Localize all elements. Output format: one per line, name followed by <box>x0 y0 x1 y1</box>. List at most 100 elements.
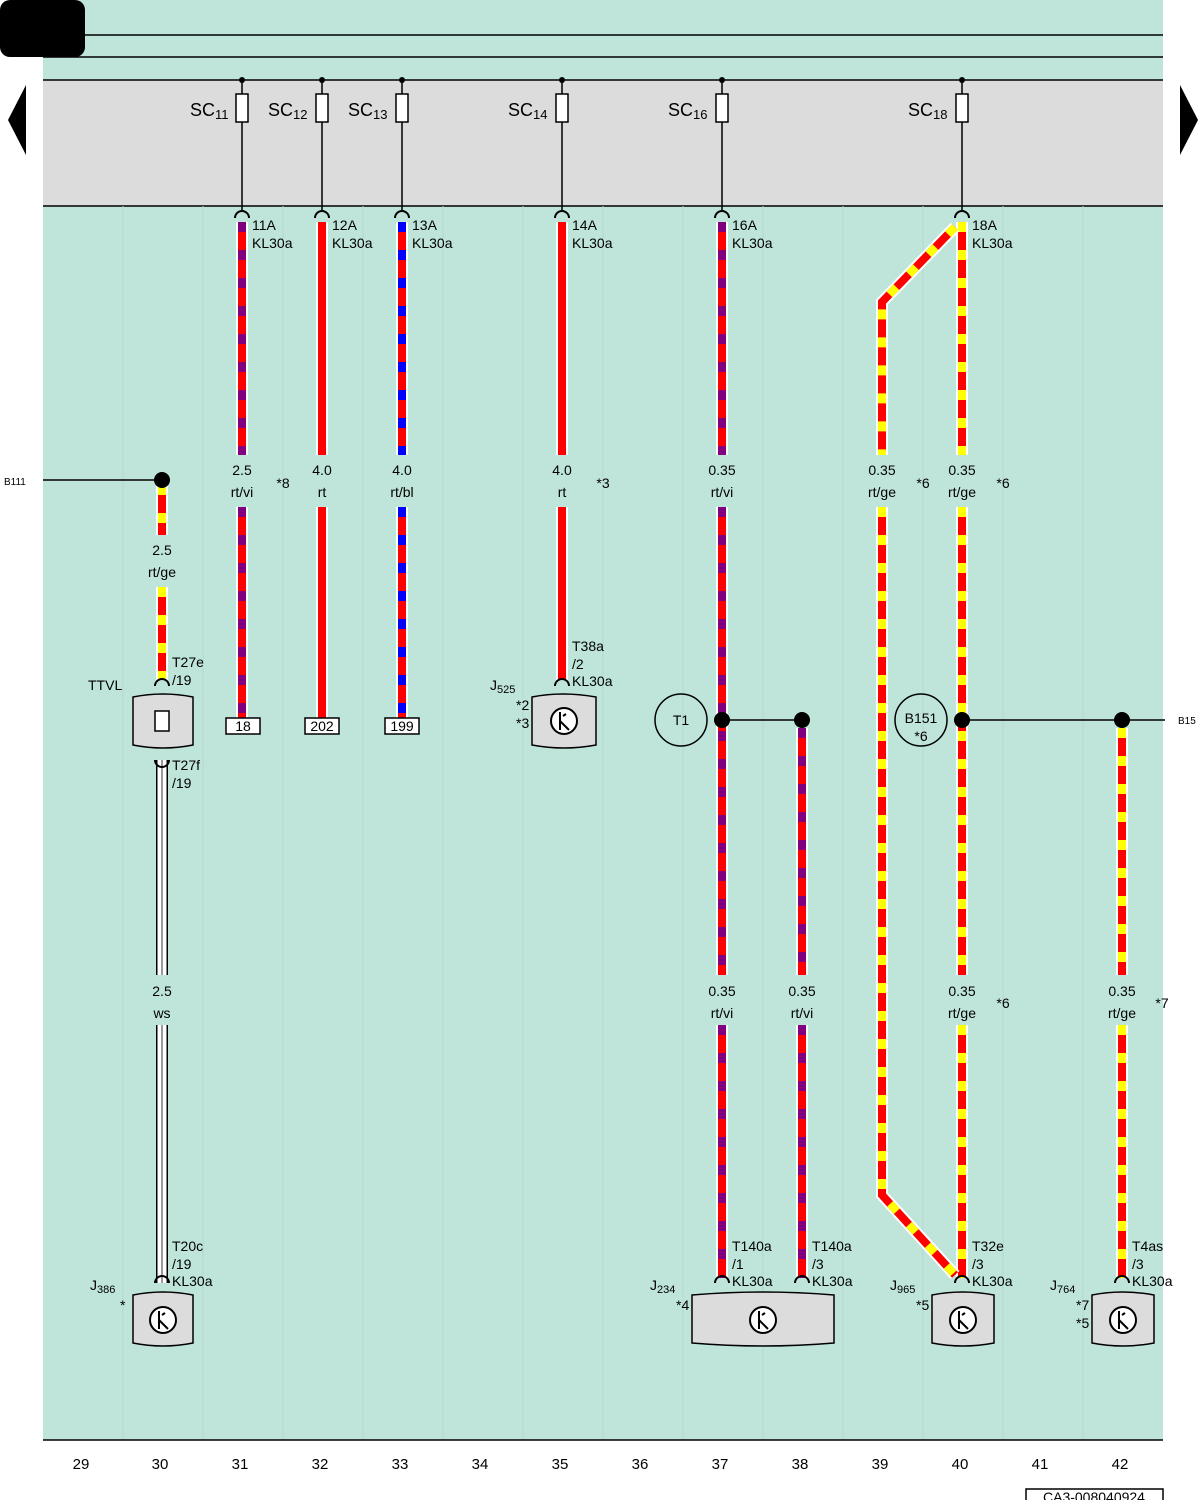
component-j965[interactable]: J965 *5 <box>890 1277 995 1347</box>
arrow-left-icon[interactable] <box>8 85 26 155</box>
ref-box-202[interactable]: 202 <box>304 717 340 735</box>
svg-text:41: 41 <box>1032 1456 1049 1473</box>
ref-box-199[interactable]: 199 <box>384 717 420 735</box>
connector-t140a-1: T140a /1 KL30a <box>732 1238 773 1289</box>
svg-text:33: 33 <box>392 1456 409 1473</box>
svg-text:CA3-008040924: CA3-008040924 <box>1043 1489 1145 1500</box>
svg-text:0.35: 0.35 <box>948 983 975 999</box>
svg-text:34: 34 <box>472 1456 489 1473</box>
svg-text:4.0: 4.0 <box>392 462 412 478</box>
ref-b111[interactable]: B111 <box>4 477 26 488</box>
fuse-sc16: SC16 <box>668 77 729 210</box>
connector-t38a: T38a /2 KL30a <box>572 638 613 689</box>
svg-text:KL30a: KL30a <box>572 235 613 251</box>
fuse-sc13: SC13 <box>348 77 409 210</box>
svg-text:rt/bl: rt/bl <box>390 484 413 500</box>
svg-text:KL30a: KL30a <box>572 673 613 689</box>
svg-text:KL30a: KL30a <box>332 235 373 251</box>
svg-text:J386: J386 <box>90 1277 115 1296</box>
svg-text:T27f: T27f <box>172 757 200 773</box>
svg-text:*7: *7 <box>1076 1297 1089 1313</box>
svg-text:SC18: SC18 <box>908 100 947 122</box>
fuse-sc18: SC18 <box>908 77 969 210</box>
svg-text:KL30a: KL30a <box>412 235 453 251</box>
svg-text:rt/vi: rt/vi <box>711 1005 734 1021</box>
svg-text:/3: /3 <box>812 1256 824 1272</box>
component-j764[interactable]: J764 *7 *5 <box>1050 1277 1155 1347</box>
svg-text:29: 29 <box>73 1456 90 1473</box>
svg-text:T4as: T4as <box>1132 1238 1163 1254</box>
svg-text:/3: /3 <box>1132 1256 1144 1272</box>
control-unit-icon <box>550 707 578 735</box>
svg-text:36: 36 <box>632 1456 649 1473</box>
connector-t4as: T4as /3 KL30a <box>1132 1238 1173 1289</box>
pin-arcs <box>154 210 1130 1284</box>
svg-text:202: 202 <box>310 718 334 734</box>
wire-sc18-loop-a <box>876 222 960 455</box>
svg-text:rt/vi: rt/vi <box>231 484 254 500</box>
svg-text:KL30a: KL30a <box>172 1273 213 1289</box>
svg-text:rt/ge: rt/ge <box>948 484 976 500</box>
svg-text:KL30a: KL30a <box>972 235 1013 251</box>
fuse-sc12: SC12 <box>268 77 329 210</box>
svg-text:4.0: 4.0 <box>312 462 332 478</box>
connector-t32e: T32e /3 KL30a <box>972 1238 1013 1289</box>
svg-text:31: 31 <box>232 1456 249 1473</box>
svg-text:KL30a: KL30a <box>732 235 773 251</box>
arrow-right-icon[interactable] <box>1180 85 1198 155</box>
ref-b15[interactable]: B15 <box>1178 716 1196 727</box>
svg-text:rt: rt <box>318 484 327 500</box>
svg-text:0.35: 0.35 <box>868 462 895 478</box>
column-numbers: 29 30 31 32 33 34 35 36 37 38 39 40 41 4… <box>73 1456 1129 1473</box>
svg-text:30: 30 <box>152 1456 169 1473</box>
connector-t27e: T27e /19 <box>172 654 204 688</box>
component-j525[interactable]: J525 *2 *3 <box>490 677 597 749</box>
svg-text:/19: /19 <box>172 775 192 791</box>
component-t1[interactable]: T1 <box>654 693 708 747</box>
component-ttvl[interactable]: TTVL <box>88 677 194 749</box>
svg-text:*5: *5 <box>916 1297 929 1313</box>
control-unit-icon <box>749 1306 777 1334</box>
document-id: CA3-008040924 <box>1025 1488 1164 1505</box>
svg-text:T38a: T38a <box>572 638 604 654</box>
svg-text:rt/ge: rt/ge <box>1108 1005 1136 1021</box>
component-j234[interactable]: J234 *4 <box>650 1277 835 1347</box>
ref-box-18[interactable]: 18 <box>225 717 261 735</box>
svg-text:TTVL: TTVL <box>88 677 122 693</box>
svg-text:13A: 13A <box>412 217 438 233</box>
svg-text:rt/ge: rt/ge <box>948 1005 976 1021</box>
svg-text:T140a: T140a <box>812 1238 852 1254</box>
svg-text:*3: *3 <box>516 715 529 731</box>
svg-text:*6: *6 <box>996 995 1009 1011</box>
svg-text:*2: *2 <box>516 697 529 713</box>
svg-text:18: 18 <box>235 718 251 734</box>
svg-text:*8: *8 <box>276 475 289 491</box>
svg-text:T27e: T27e <box>172 654 204 670</box>
connector-t20c: T20c /19 KL30a <box>172 1238 213 1289</box>
fuse-band <box>43 80 1163 206</box>
svg-text:0.35: 0.35 <box>1108 983 1135 999</box>
svg-text:0.35: 0.35 <box>948 462 975 478</box>
svg-text:SC14: SC14 <box>508 100 547 122</box>
svg-text:2.5: 2.5 <box>232 462 252 478</box>
junction-dots <box>714 712 1130 728</box>
svg-text:KL30a: KL30a <box>972 1273 1013 1289</box>
svg-text:*: * <box>120 1297 126 1313</box>
header-tab <box>0 0 85 57</box>
wire-labels: 2.5 rt/ge 2.5 rt/vi *8 4.0 rt 4.0 rt/bl … <box>148 462 1169 1021</box>
column-grid <box>122 206 1084 1440</box>
component-b151[interactable]: B151 *6 <box>894 693 948 747</box>
svg-text:B151: B151 <box>905 710 938 726</box>
svg-text:T20c: T20c <box>172 1238 203 1254</box>
svg-text:SC12: SC12 <box>268 100 307 122</box>
svg-text:*6: *6 <box>914 728 927 744</box>
svg-text:rt/ge: rt/ge <box>148 564 176 580</box>
svg-text:39: 39 <box>872 1456 889 1473</box>
svg-text:J525: J525 <box>490 677 515 696</box>
svg-text:11A: 11A <box>252 217 277 233</box>
component-j386[interactable]: J386 * <box>90 1277 194 1347</box>
svg-text:38: 38 <box>792 1456 809 1473</box>
svg-text:2.5: 2.5 <box>152 983 172 999</box>
control-unit-icon <box>1109 1306 1137 1334</box>
